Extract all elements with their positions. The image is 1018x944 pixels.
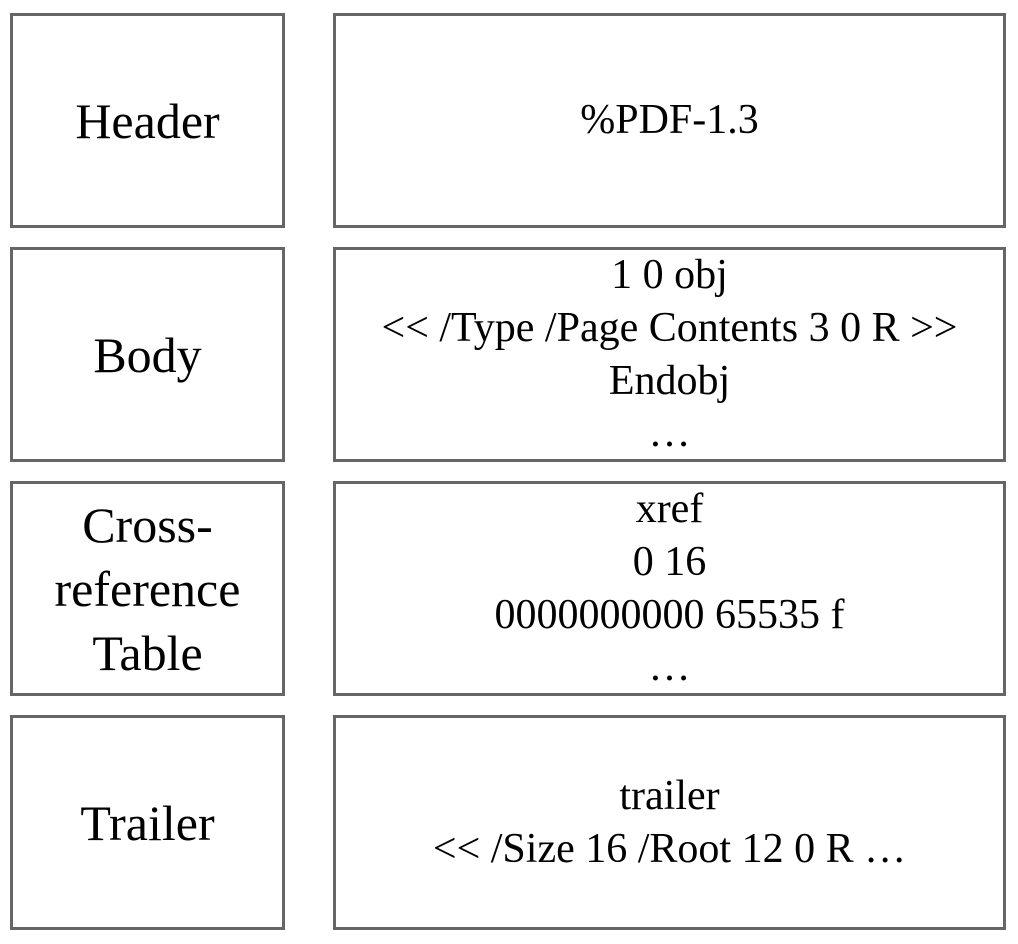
- header-label: Header: [75, 92, 220, 149]
- diagram-grid: Header %PDF-1.3 Body 1 0 obj << /Type /P…: [10, 13, 1006, 930]
- header-label-box: Header: [10, 13, 285, 228]
- xref-content: xref 0 16 0000000000 65535 f …: [494, 485, 845, 691]
- body-content-box: 1 0 obj << /Type /Page Contents 3 0 R >>…: [333, 247, 1006, 462]
- xref-content-box: xref 0 16 0000000000 65535 f …: [333, 481, 1006, 696]
- xref-label: Cross- reference Table: [54, 496, 241, 681]
- body-label: Body: [93, 326, 202, 383]
- trailer-content: trailer << /Size 16 /Root 12 0 R …: [432, 772, 907, 872]
- trailer-label-box: Trailer: [10, 715, 285, 930]
- header-content-box: %PDF-1.3: [333, 13, 1006, 228]
- trailer-content-box: trailer << /Size 16 /Root 12 0 R …: [333, 715, 1006, 930]
- body-content: 1 0 obj << /Type /Page Contents 3 0 R >>…: [381, 251, 958, 457]
- xref-label-box: Cross- reference Table: [10, 481, 285, 696]
- body-label-box: Body: [10, 247, 285, 462]
- header-content: %PDF-1.3: [580, 97, 759, 144]
- trailer-label: Trailer: [80, 794, 215, 851]
